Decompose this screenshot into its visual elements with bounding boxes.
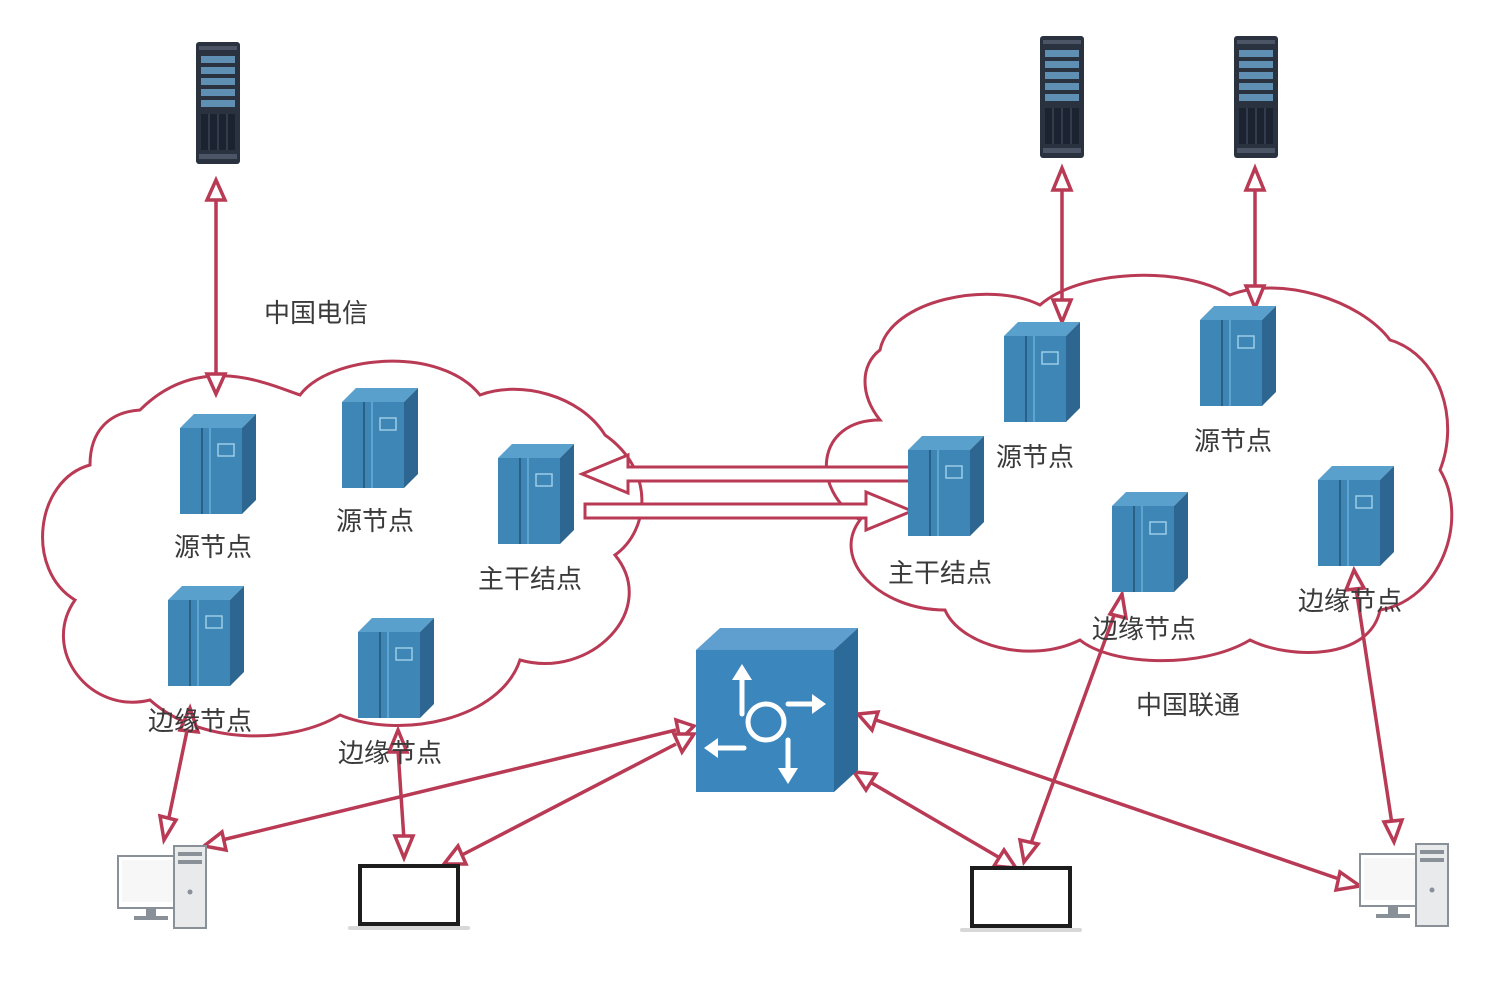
telecom-label: 中国电信 (264, 299, 368, 329)
right-source-node-label: 源节点 (1194, 427, 1272, 457)
left-edge-node-label: 边缘节点 (148, 707, 252, 737)
desktop-pc-icon (1359, 843, 1449, 927)
origin-server-rack-icon (1233, 35, 1279, 159)
cdn-node-server-icon (497, 443, 575, 545)
right-backbone-node-label: 主干结点 (888, 559, 992, 589)
cdn-node-server-icon (341, 387, 419, 489)
right-edge-node-label: 边缘节点 (1092, 615, 1196, 645)
cdn-node-server-icon (167, 585, 245, 687)
unicom-label: 中国联通 (1136, 691, 1240, 721)
desktop-pc-icon (117, 845, 207, 929)
left-backbone-node-label: 主干结点 (478, 565, 582, 595)
cdn-node-server-icon (357, 617, 435, 719)
arrowheads (157, 163, 1405, 893)
right-edge-node-label: 边缘节点 (1298, 587, 1402, 617)
cdn-node-server-icon (1199, 305, 1277, 407)
laptop-icon (958, 866, 1084, 934)
cdn-node-server-icon (1003, 321, 1081, 423)
cdn-node-server-icon (1111, 491, 1189, 593)
right-source-node-label: 源节点 (996, 443, 1074, 473)
cdn-node-server-icon (1317, 465, 1395, 567)
laptop-icon (346, 864, 472, 932)
left-source-node-label: 源节点 (336, 507, 414, 537)
cdn-node-server-icon (179, 413, 257, 515)
cdn-node-server-icon (907, 435, 985, 537)
backbone-link-to-telecom (578, 452, 912, 496)
router-switch-icon (696, 628, 858, 792)
backbone-link-to-unicom (583, 489, 916, 533)
left-source-node-label: 源节点 (174, 533, 252, 563)
origin-server-rack-icon (1039, 35, 1085, 159)
links (166, 188, 1394, 882)
origin-server-rack-icon (195, 41, 241, 165)
left-edge-node-label: 边缘节点 (338, 739, 442, 769)
